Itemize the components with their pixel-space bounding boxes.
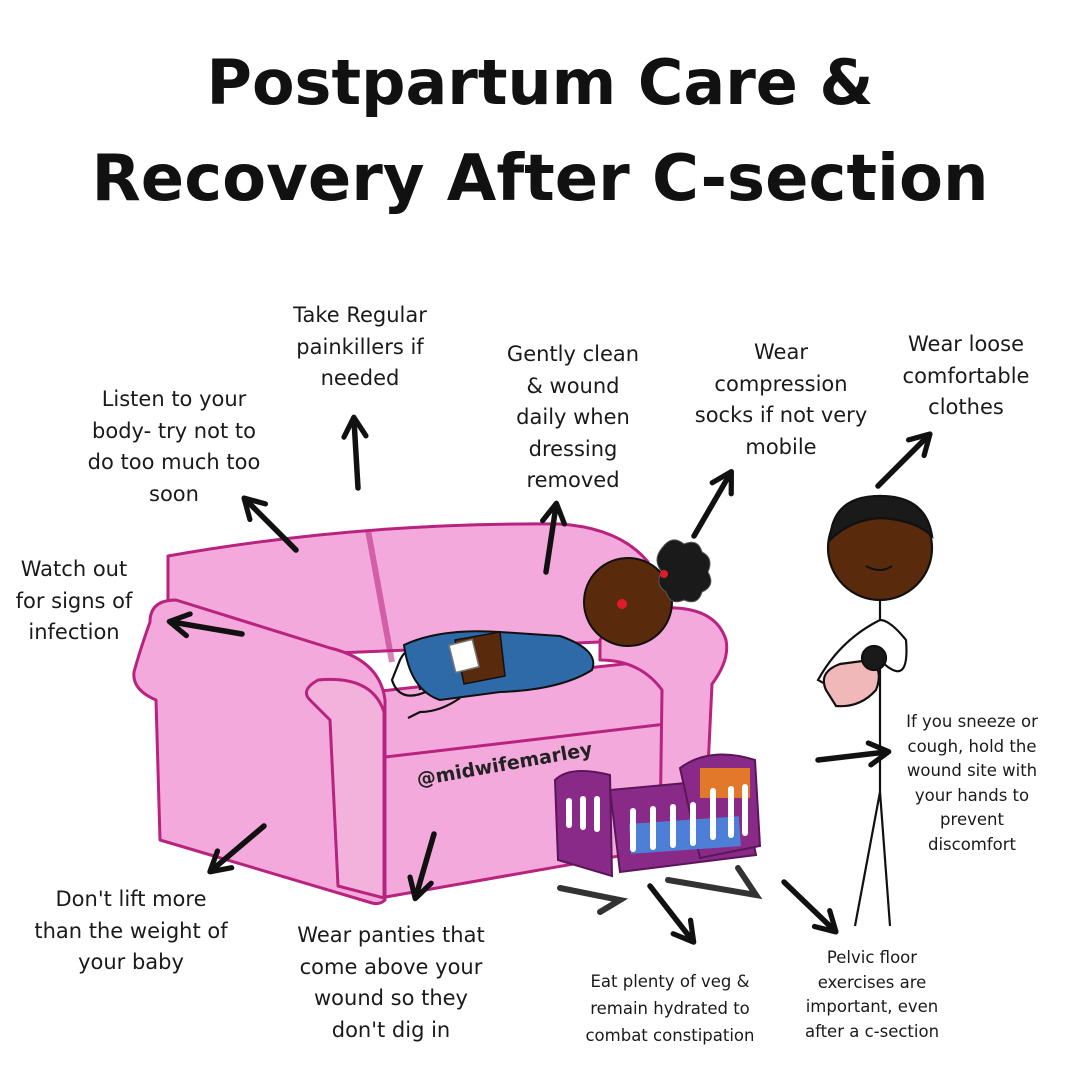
tip-panties: Wear panties that come above your wound … (297, 923, 485, 1042)
woman-hair (656, 539, 712, 603)
arrow-panties (407, 831, 437, 902)
tip-pelvic: Pelvic floor exercises are important, ev… (804, 948, 940, 1041)
arrow-veg (647, 883, 697, 945)
woman-head (583, 557, 673, 647)
arrow-painkillers (341, 414, 369, 491)
sofa-left-arm (132, 598, 387, 906)
arrow-compression (691, 469, 734, 539)
tip-infection: Watch out for signs of infection (15, 557, 133, 644)
standing-parent (816, 494, 934, 927)
arrow-pelvic (781, 879, 839, 935)
tip-sneeze: If you sneeze or cough, hold the wound s… (906, 712, 1038, 854)
tip-loose: Wear loose comfortable clothes (902, 332, 1030, 419)
parent-smile (865, 565, 893, 571)
sofa-left-arm-front (304, 677, 386, 900)
arrow-infection (166, 611, 245, 639)
sofa-back (166, 522, 650, 662)
baby-body (822, 658, 881, 708)
title-line-2: Recovery After C-section (91, 142, 989, 216)
tip-listen: Listen to your body- try not to do too m… (87, 387, 261, 506)
arrow-clean (540, 500, 568, 575)
sofa-back-seam (365, 529, 395, 663)
crib-base (557, 865, 763, 915)
arrow-loose (875, 431, 933, 489)
tip-painkillers: Take Regular painkillers if needed (293, 303, 427, 390)
tip-compression: Wear compression socks if not very mobil… (694, 340, 868, 459)
parent-hair (828, 494, 934, 543)
tip-veg: Eat plenty of veg & remain hydrated to c… (585, 972, 755, 1045)
arrow-sneeze (815, 740, 892, 768)
crib (553, 753, 763, 915)
woman-lying (390, 539, 712, 719)
crib-inner-orange (700, 768, 750, 798)
crib-slats (566, 784, 748, 852)
baby-head (860, 644, 888, 672)
wound-dressing (448, 638, 480, 674)
arrow-lift (207, 823, 267, 875)
woman-earring (660, 570, 668, 578)
woman-cheek (617, 599, 627, 609)
arrows (166, 414, 933, 945)
arrow-listen (241, 495, 299, 553)
tip-lift: Don't lift more than the weight of your … (34, 887, 228, 974)
tip-clean: Gently clean & wound daily when dressing… (506, 342, 640, 492)
title-line-1: Postpartum Care & (206, 46, 874, 119)
